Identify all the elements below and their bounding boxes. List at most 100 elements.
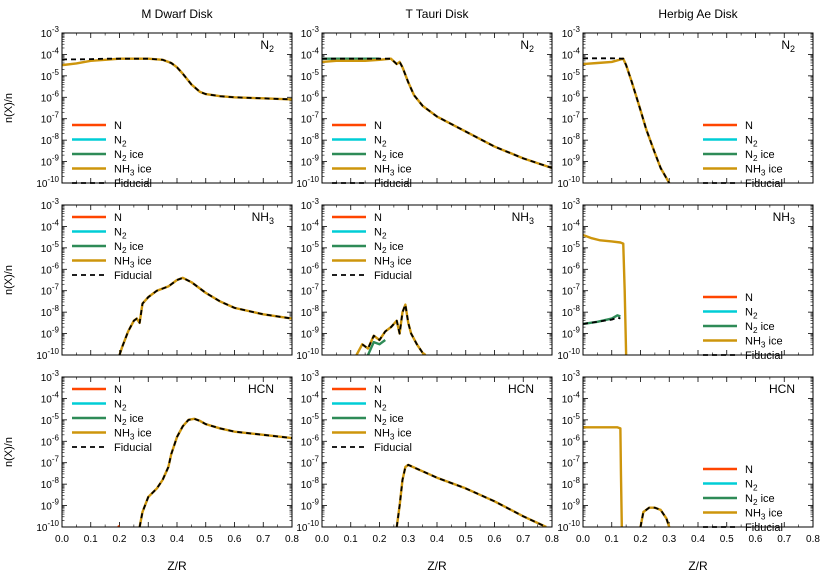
series-line-Fiducial	[138, 417, 292, 527]
y-tick-base: 10	[41, 158, 53, 169]
y-tick-label: 10-5	[41, 240, 60, 255]
y-tick-exp: -9	[52, 498, 60, 507]
species-label-sub: 3	[529, 216, 534, 226]
y-tick-exp: -9	[312, 498, 320, 507]
legend-label-N: N	[745, 120, 753, 132]
y-tick-exp: -6	[52, 433, 60, 442]
legend-label-base: N	[745, 135, 753, 147]
legend-label-tail: ice	[758, 321, 775, 333]
legend-label-tail: ice	[134, 256, 151, 268]
x-tick-label: 0.5	[199, 534, 213, 545]
legend-label-base: N	[745, 464, 753, 476]
y-tick-exp: -7	[312, 455, 320, 464]
y-tick-exp: -5	[573, 412, 581, 421]
legend-label-sub: 3	[761, 341, 766, 350]
y-tick-exp: -3	[573, 25, 581, 34]
y-tick-base: 10	[41, 29, 53, 40]
y-tick-label: 10-8	[41, 476, 60, 491]
y-tick-label: 10-5	[41, 68, 60, 83]
y-tick-label: 10-6	[301, 261, 320, 276]
legend-label-N: N	[745, 292, 753, 304]
y-tick-base: 10	[301, 201, 313, 212]
legend-label-base: N	[114, 149, 122, 161]
y-tick-exp: -4	[52, 46, 60, 55]
y-tick-exp: -4	[312, 390, 320, 399]
panel-frame	[61, 32, 293, 184]
y-tick-exp: -10	[307, 519, 319, 528]
legend-label-base: N	[374, 413, 382, 425]
series-line-N2ice	[583, 314, 621, 326]
y-tick-label: 10-7	[562, 283, 581, 298]
y-tick-exp: -7	[312, 283, 320, 292]
x-tick-label: 0.1	[84, 534, 98, 545]
y-tick-exp: -6	[52, 89, 60, 98]
y-tick-label: 10-8	[41, 132, 60, 147]
column-title-1: T Tauri Disk	[406, 7, 470, 21]
legend-label-base: N	[374, 384, 382, 396]
legend-label-tail: ice	[387, 241, 404, 253]
y-tick-label: 10-6	[41, 89, 60, 104]
y-tick-base: 10	[562, 373, 574, 384]
y-tick-exp: -4	[52, 218, 60, 227]
y-tick-exp: -10	[568, 519, 580, 528]
y-axis-label-1: n(X)/n	[3, 265, 15, 295]
series-line-NH3ice	[62, 57, 292, 101]
legend-label-N2ice: N2 ice	[745, 493, 775, 507]
y-tick-label: 10-9	[41, 498, 60, 513]
y-tick-base: 10	[41, 459, 53, 470]
legend-label-N2ice: N2 ice	[114, 241, 144, 255]
y-tick-exp: -3	[312, 369, 320, 378]
panel-5: 10-310-410-510-610-710-810-910-10NH3NN2N…	[557, 197, 814, 362]
y-tick-base: 10	[562, 308, 574, 319]
panel-frame	[321, 32, 553, 184]
legend-label-Fiducial: Fiducial	[114, 442, 152, 454]
legend-label-Fiducial: Fiducial	[114, 270, 152, 282]
y-tick-label: 10-3	[41, 369, 60, 384]
y-tick-label: 10-10	[36, 175, 59, 190]
series-line-Fiducial	[639, 506, 671, 527]
y-tick-base: 10	[36, 351, 48, 362]
y-tick-base: 10	[41, 50, 53, 61]
y-tick-exp: -10	[568, 175, 580, 184]
y-tick-exp: -9	[52, 326, 60, 335]
y-tick-label: 10-4	[562, 390, 581, 405]
y-tick-base: 10	[562, 136, 574, 147]
legend-label-base: Fiducial	[745, 522, 783, 534]
y-tick-base: 10	[301, 330, 313, 341]
y-tick-base: 10	[301, 50, 313, 61]
y-tick-base: 10	[557, 179, 569, 190]
y-tick-base: 10	[301, 308, 313, 319]
x-tick-label: 0.5	[459, 534, 473, 545]
x-tick-label: 0.2	[373, 534, 387, 545]
x-tick-label: 0.3	[141, 534, 155, 545]
series-line-NH3ice	[138, 417, 292, 527]
species-label-sub: 3	[790, 216, 795, 226]
y-tick-label: 10-9	[41, 154, 60, 169]
species-label-sub: 3	[269, 216, 274, 226]
y-tick-exp: -3	[312, 197, 320, 206]
y-tick-label: 10-4	[301, 390, 320, 405]
y-tick-label: 10-7	[301, 111, 320, 126]
series-line-NH3ice	[355, 303, 427, 355]
y-tick-label: 10-7	[301, 455, 320, 470]
legend-label-base: Fiducial	[114, 178, 152, 190]
x-tick-label: 0.8	[806, 534, 820, 545]
y-tick-label: 10-7	[41, 111, 60, 126]
legend-label-sub: 2	[122, 140, 127, 149]
y-tick-label: 10-6	[301, 433, 320, 448]
column-title-0: M Dwarf Disk	[141, 7, 213, 21]
y-tick-exp: -10	[307, 347, 319, 356]
species-label: HCN	[769, 382, 795, 396]
y-tick-base: 10	[301, 222, 313, 233]
y-tick-label: 10-4	[41, 46, 60, 61]
legend-label-tail: ice	[765, 336, 782, 348]
legend-label-base: N	[374, 399, 382, 411]
legend-label-tail: ice	[394, 164, 411, 176]
y-tick-exp: -10	[47, 347, 59, 356]
y-tick-base: 10	[41, 93, 53, 104]
